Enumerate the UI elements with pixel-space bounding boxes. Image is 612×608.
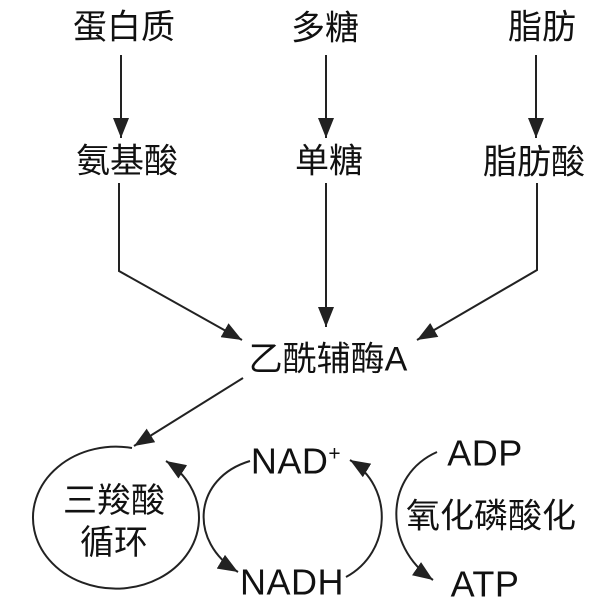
adp-label: ADP xyxy=(447,432,523,474)
monosaccharide-label: 单糖 xyxy=(295,142,363,181)
arrow-adp-to-atp xyxy=(395,451,438,581)
protein-label: 蛋白质 xyxy=(73,8,175,47)
tca-cycle-label-line2: 循环 xyxy=(80,524,148,562)
arrow-fatty-acid-to-acetyl-coa xyxy=(416,183,538,341)
fatty-acid-label: 脂肪酸 xyxy=(483,143,585,182)
tca-cycle-label-line1: 三羧酸 xyxy=(63,482,165,520)
oxidative-phosphorylation-label: 氧化磷酸化 xyxy=(406,497,576,536)
tca-cycle-circle-arrow xyxy=(32,445,200,590)
arrow-nadh-to-nad xyxy=(345,459,383,578)
nad-plus-base: NAD xyxy=(250,440,329,482)
arrow-acetyl-coa-to-tca-cycle xyxy=(133,377,244,447)
arrow-nad-to-nadh xyxy=(202,460,251,573)
nad-plus-label: NAD+ xyxy=(251,440,341,481)
amino-acid-label: 氨基酸 xyxy=(76,142,178,181)
acetyl-coa-label: 乙酰辅酶A xyxy=(248,340,408,379)
atp-label: ATP xyxy=(450,563,520,605)
arrow-amino-acid-to-acetyl-coa xyxy=(118,183,243,341)
fat-label: 脂肪 xyxy=(508,8,576,47)
nad-plus-superscript: + xyxy=(328,442,342,466)
nadh-label: NADH xyxy=(239,561,345,603)
tca-cycle-label: 三羧酸 循环 xyxy=(63,480,165,564)
polysaccharide-label: 多糖 xyxy=(291,9,359,48)
